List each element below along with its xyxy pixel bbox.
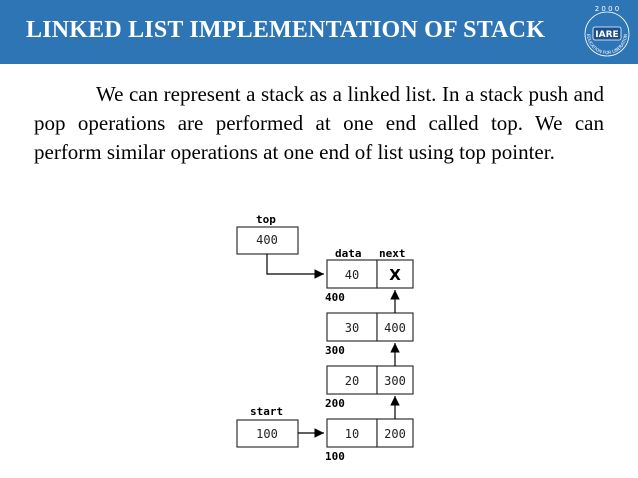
node-300-address: 300 <box>325 344 345 357</box>
header-bar: LINKED LIST IMPLEMENTATION OF STACK 2 0 … <box>0 0 638 64</box>
top-pointer-box <box>236 226 299 255</box>
node-200-next-box <box>376 365 414 395</box>
start-label: start <box>250 405 283 418</box>
node-100: 10 200 100 <box>325 418 414 463</box>
node-100-data: 10 <box>345 427 359 441</box>
node-300: 30 400 300 <box>325 312 414 357</box>
node-100-data-box <box>326 418 378 448</box>
logo-name: IARE <box>595 30 618 40</box>
node-400-next-null: X <box>389 266 401 284</box>
start-pointer-value: 100 <box>256 427 278 441</box>
next-column-header: next <box>379 247 406 260</box>
node-300-next-box <box>376 312 414 342</box>
node-400-address: 400 <box>325 291 345 304</box>
start-pointer-box <box>236 419 299 448</box>
node-400: 40 X 400 <box>325 259 414 304</box>
description-paragraph: We can represent a stack as a linked lis… <box>34 82 604 164</box>
node-200-data: 20 <box>345 374 359 388</box>
slide-title: LINKED LIST IMPLEMENTATION OF STACK <box>26 17 546 43</box>
top-pointer-value: 400 <box>256 233 278 247</box>
node-400-next-box <box>376 259 414 289</box>
top-label: top <box>256 213 276 226</box>
node-100-address: 100 <box>325 450 345 463</box>
node-300-data-box <box>326 312 378 342</box>
node-300-data: 30 <box>345 321 359 335</box>
top-pointer-arrow <box>266 254 324 279</box>
iare-logo: 2 0 0 0 EDUCATION FOR LIBERATION IARE <box>584 5 630 57</box>
node-300-next: 400 <box>384 321 406 335</box>
logo-year: 2 0 0 0 <box>595 5 620 13</box>
node-200-next: 300 <box>384 374 406 388</box>
node-200-address: 200 <box>325 397 345 410</box>
data-column-header: data <box>335 247 362 260</box>
node-400-data: 40 <box>345 268 359 282</box>
logo-badge <box>592 26 622 41</box>
node-200: 20 300 200 <box>325 365 414 410</box>
node-100-next: 200 <box>384 427 406 441</box>
node-400-data-box <box>326 259 378 289</box>
logo-ring <box>584 11 630 57</box>
